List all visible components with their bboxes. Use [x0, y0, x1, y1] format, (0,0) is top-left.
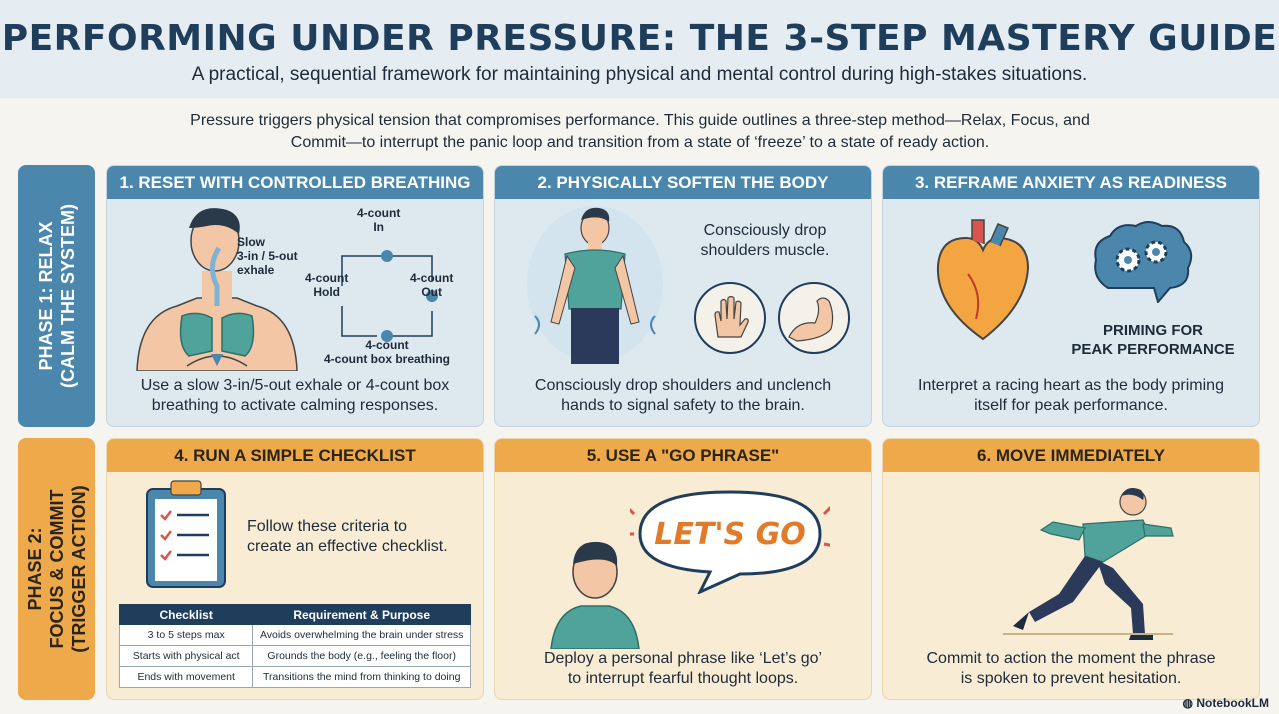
card-soften-caption-line-2: hands to signal safety to the brain.: [561, 397, 805, 414]
box-breathing-caption: 4-count box breathing: [324, 352, 450, 366]
breath-slow-text: Slow: [237, 235, 266, 249]
card-soften-title: 2. PHYSICALLY SOFTEN THE BODY: [495, 166, 871, 199]
card-breathing-caption-line-1: Use a slow 3-in/5-out exhale or 4-count …: [140, 377, 450, 394]
breathing-torso-icon: [136, 208, 298, 371]
card-reframe-caption-line-1: Interpret a racing heart as the body pri…: [918, 377, 1224, 394]
priming-label: PRIMING FOR PEAK PERFORMANCE: [1053, 321, 1253, 359]
card-breathing: 1. RESET WITH CONTROLLED BREATHING Slow …: [106, 165, 484, 427]
soften-note-line-2: shoulders muscle.: [700, 242, 830, 259]
table-cell: Starts with physical act: [118, 645, 254, 667]
intro-line-2: Commit—to interrupt the panic loop and t…: [290, 134, 990, 151]
box-bottom-label: 4-count 4-count box breathing: [317, 338, 457, 366]
card-reframe-caption-line-2: itself for peak performance.: [974, 397, 1168, 414]
requirement-col-header: Requirement & Purpose: [252, 604, 471, 625]
phase-2-title: PHASE 2:: [24, 527, 45, 611]
page-subtitle: A practical, sequential framework for ma…: [191, 64, 1088, 85]
card-soften: 2. PHYSICALLY SOFTEN THE BODY Consciousl…: [494, 165, 872, 427]
breath-ratio-text: 3-in / 5-out: [237, 249, 298, 263]
speech-bubble-icon: [630, 490, 830, 594]
page-title: PERFORMING UNDER PRESSURE: THE 3-STEP MA…: [1, 18, 1278, 59]
brain-gears-icon: [1094, 221, 1193, 303]
checklist-note-line-2: create an effective checklist.: [247, 538, 448, 555]
card-move-caption: Commit to action the moment the phrase i…: [893, 649, 1249, 689]
open-hand-icon: [694, 282, 766, 354]
intro-line-1: Pressure triggers physical tension that …: [190, 112, 1090, 129]
phase-2-band: PHASE 2: FOCUS & COMMIT (TRIGGER ACTION): [18, 438, 95, 700]
box-in-label: 4-count In: [357, 206, 400, 234]
brand-label: NotebookLM: [1196, 696, 1269, 710]
card-breathing-caption-line-2: breathing to activate calming responses.: [151, 397, 439, 414]
card-soften-caption-line-1: Consciously drop shoulders and unclench: [534, 377, 832, 394]
box-breathing-diagram: [341, 250, 438, 342]
table-row: 3 to 5 steps max Avoids overwhelming the…: [118, 624, 471, 646]
checklist-col-header: Checklist: [118, 604, 254, 625]
card-move: 6. MOVE IMMEDIATELY Commit to action the…: [882, 438, 1260, 700]
flexed-arm-icon: [778, 282, 850, 354]
card-move-caption-line-2: is spoken to prevent hesitation.: [960, 670, 1182, 687]
box-hold-label: 4-count Hold: [305, 271, 348, 299]
box-hold-count: 4-count: [305, 271, 349, 285]
phase-1-band: PHASE 1: RELAX (CALM THE SYSTEM): [18, 165, 95, 427]
clipboard-icon: [146, 480, 226, 588]
card-go-phrase-caption-line-2: to interrupt fearful thought loops.: [567, 670, 799, 687]
card-breathing-caption: Use a slow 3-in/5-out exhale or 4-count …: [117, 376, 473, 416]
card-move-caption-line-1: Commit to action the moment the phrase: [926, 650, 1216, 667]
phase-2-label: PHASE 2: FOCUS & COMMIT (TRIGGER ACTION): [24, 485, 90, 652]
running-person-icon: [1003, 488, 1174, 640]
card-go-phrase: 5. USE A "GO PHRASE" LET'S GO Deploy a p…: [494, 438, 872, 700]
table-row: Ends with movement Transitions the mind …: [118, 666, 471, 688]
soften-note-line-1: Consciously drop: [703, 222, 827, 239]
table-cell: 3 to 5 steps max: [118, 624, 254, 646]
box-in-text: In: [373, 220, 384, 234]
phase-1-subtitle: (CALM THE SYSTEM): [57, 204, 78, 388]
table-cell: Avoids overwhelming the brain under stre…: [252, 624, 471, 646]
card-breathing-title: 1. RESET WITH CONTROLLED BREATHING: [107, 166, 483, 199]
priming-label-line-1: PRIMING FOR: [1103, 322, 1203, 339]
card-move-title: 6. MOVE IMMEDIATELY: [883, 439, 1259, 472]
checklist-note: Follow these criteria to create an effec…: [247, 517, 477, 557]
card-go-phrase-caption: Deploy a personal phrase like ‘Let’s go’…: [505, 649, 861, 689]
box-bottom-count: 4-count: [365, 338, 409, 352]
box-out-count: 4-count: [410, 271, 454, 285]
card-go-phrase-caption-line-1: Deploy a personal phrase like ‘Let’s go’: [543, 650, 823, 667]
relaxed-person-icon: [527, 206, 663, 364]
lets-go-bubble-text: LET'S GO: [654, 517, 806, 552]
intro-text: Pressure triggers physical tension that …: [140, 110, 1140, 154]
card-checklist-title: 4. RUN A SIMPLE CHECKLIST: [107, 439, 483, 472]
card-soften-caption: Consciously drop shoulders and unclench …: [505, 376, 861, 416]
checklist-note-line-1: Follow these criteria to: [247, 518, 408, 535]
breath-exhale-text: exhale: [237, 263, 275, 277]
speaking-person-icon: [550, 541, 640, 649]
box-in-count: 4-count: [357, 206, 401, 220]
box-out-text: Out: [421, 285, 442, 299]
box-hold-text: Hold: [313, 285, 340, 299]
soften-note: Consciously drop shoulders muscle.: [675, 221, 855, 261]
table-cell: Grounds the body (e.g., feeling the floo…: [252, 645, 471, 667]
priming-label-line-2: PEAK PERFORMANCE: [1071, 341, 1235, 358]
notebooklm-logo-icon: ◍: [1182, 696, 1193, 710]
notebooklm-brand: ◍ NotebookLM: [1183, 696, 1269, 710]
phase-1-title: PHASE 1: RELAX: [35, 221, 56, 371]
heart-icon: [936, 219, 1030, 341]
phase-2-name: FOCUS & COMMIT: [46, 489, 67, 649]
card-reframe-caption: Interpret a racing heart as the body pri…: [893, 376, 1249, 416]
checklist-table-header: Checklist Requirement & Purpose: [118, 604, 471, 625]
card-reframe: 3. REFRAME ANXIETY AS READINESS PRIMING …: [882, 165, 1260, 427]
table-row: Starts with physical act Grounds the bod…: [118, 645, 471, 667]
card-checklist: 4. RUN A SIMPLE CHECKLIST Follow these c…: [106, 438, 484, 700]
phase-1-label: PHASE 1: RELAX (CALM THE SYSTEM): [35, 204, 79, 388]
checklist-table: Checklist Requirement & Purpose 3 to 5 s…: [118, 604, 471, 688]
phase-2-subtitle: (TRIGGER ACTION): [68, 485, 89, 653]
table-cell: Transitions the mind from thinking to do…: [252, 666, 471, 688]
header-band: [0, 0, 1279, 98]
breath-ratio-label: Slow 3-in / 5-out exhale: [237, 235, 298, 277]
box-out-label: 4-count Out: [410, 271, 453, 299]
card-reframe-title: 3. REFRAME ANXIETY AS READINESS: [883, 166, 1259, 199]
table-cell: Ends with movement: [118, 666, 254, 688]
card-go-phrase-title: 5. USE A "GO PHRASE": [495, 439, 871, 472]
